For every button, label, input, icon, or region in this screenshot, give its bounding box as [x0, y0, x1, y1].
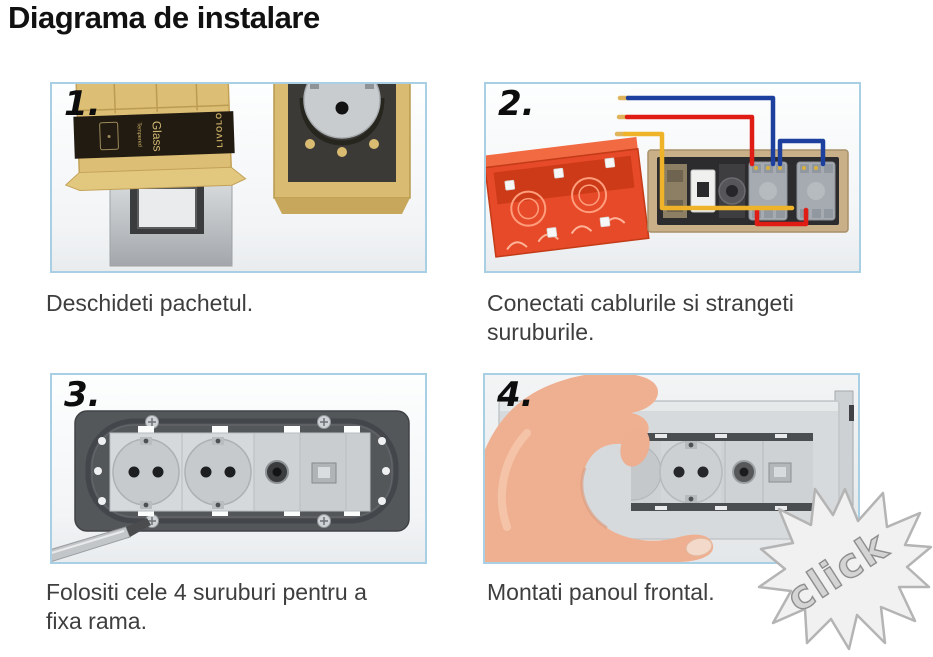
socket-module-back-2 [796, 161, 836, 221]
step2-number: 2. [498, 84, 535, 124]
junction-box [486, 136, 650, 258]
step4-caption: Montati panoul frontal. [487, 579, 715, 605]
wire-blue [625, 95, 776, 167]
ethernet-socket-module [299, 432, 347, 512]
blank-module [345, 432, 371, 512]
package-black-band [73, 111, 235, 159]
step3-number: 3. [64, 375, 101, 415]
tv-socket-module [253, 432, 301, 512]
socket-schuko-icon [659, 441, 723, 503]
step4-mount-panel-illustration [485, 375, 858, 562]
step2-caption: Conectati cablurile si strangeti surubur… [487, 290, 794, 345]
socket-schuko-2 [181, 432, 255, 512]
step4-box: 4. [483, 373, 860, 564]
frame-mounting-holes [94, 437, 390, 505]
glass-panel-pulled-out [109, 179, 233, 267]
step3-fix-frame-illustration [52, 375, 425, 562]
ethernet-module-back [690, 169, 716, 213]
step1-open-package-illustration: Tempered Glass LIVOLO [52, 84, 425, 271]
step3-box: 3. [50, 373, 427, 564]
step1-caption: Deschideti pachetul. [46, 290, 254, 316]
package-box: Tempered Glass LIVOLO [64, 84, 247, 192]
wires [614, 95, 826, 227]
page-title: Diagrama de instalare [8, 0, 320, 35]
package-band-label-line2: Glass [150, 121, 165, 152]
tv-socket-icon [732, 460, 756, 484]
socket-module-back-1 [748, 161, 788, 221]
step1-number: 1. [64, 84, 101, 124]
panel-back-with-modules [647, 149, 849, 233]
fingertip [620, 427, 650, 467]
wire-blue-jumper [777, 138, 826, 167]
step2-box: 2. [484, 82, 861, 273]
wire-red [624, 114, 755, 167]
brand-label: LIVOLO [214, 112, 224, 148]
step3-caption: Folositi cele 4 suruburi pentru a fixa r… [46, 579, 367, 634]
wire-red-jumper [754, 207, 809, 227]
wire-yellow [622, 131, 795, 211]
burst-star-shape [757, 487, 933, 651]
socket-module-back [273, 84, 411, 214]
step2-wiring-illustration [486, 84, 859, 271]
step4-number: 4. [497, 375, 534, 415]
ethernet-socket-icon [768, 462, 792, 483]
hand [485, 375, 714, 562]
package-band-label-line1: Tempered [136, 122, 143, 147]
socket-schuko-1 [109, 432, 183, 512]
screwdriver [52, 518, 151, 562]
thumbnail [685, 537, 713, 557]
frame-clip-tabs [138, 426, 360, 516]
step1-box: Tempered Glass LIVOLO 1. [50, 82, 427, 273]
click-burst: click [757, 487, 933, 651]
